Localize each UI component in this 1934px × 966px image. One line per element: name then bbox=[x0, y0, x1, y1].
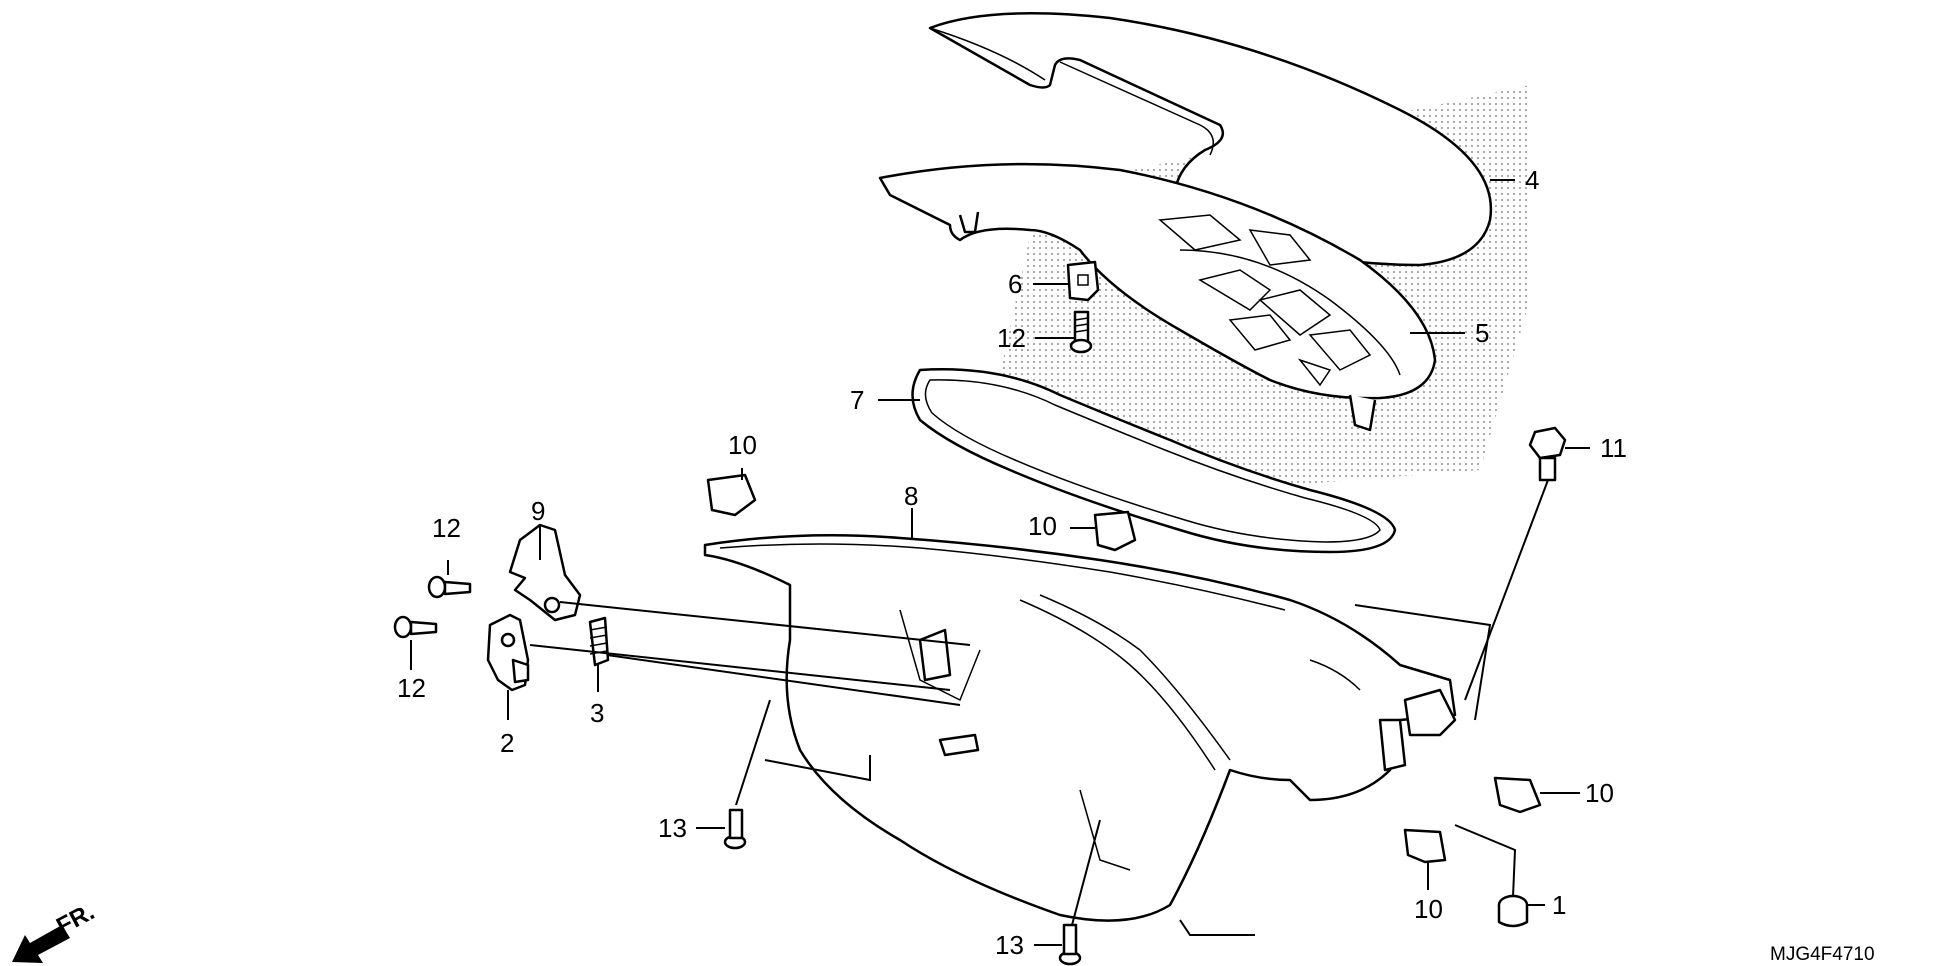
clip-10-bottom bbox=[1403, 828, 1447, 864]
callout-12-upper-left: 12 bbox=[432, 513, 461, 543]
diagram-code: MJG4F4710 bbox=[1770, 944, 1875, 965]
screw-12-top bbox=[1069, 310, 1093, 354]
lever-9 bbox=[508, 523, 582, 622]
storage-box bbox=[703, 533, 1457, 922]
callout-4: 4 bbox=[1525, 165, 1539, 195]
latch-2 bbox=[486, 613, 530, 692]
clip-10-center bbox=[1093, 510, 1137, 552]
callout-12-top: 12 bbox=[997, 323, 1026, 353]
callout-10-right: 10 bbox=[1585, 778, 1614, 808]
callout-3: 3 bbox=[590, 698, 604, 728]
spring-3 bbox=[588, 616, 610, 667]
callout-11: 11 bbox=[1600, 433, 1627, 463]
leader-lines bbox=[410, 179, 1590, 946]
screw-13-bottom bbox=[1058, 923, 1082, 966]
callout-12-lower-left: 12 bbox=[397, 673, 426, 703]
bracket-6 bbox=[1066, 260, 1100, 302]
callout-5: 5 bbox=[1475, 318, 1489, 348]
callout-7: 7 bbox=[850, 385, 864, 415]
gasket-seal bbox=[911, 368, 1397, 554]
screw-12-upper-left bbox=[427, 575, 472, 599]
grommet-1 bbox=[1497, 894, 1529, 928]
screw-13-left bbox=[723, 808, 747, 850]
callout-1: 1 bbox=[1552, 890, 1566, 920]
callout-10-bottom: 10 bbox=[1414, 894, 1443, 924]
callouts: 4 5 6 12 7 10 8 10 11 9 12 12 3 2 13 10 … bbox=[397, 165, 1627, 960]
front-direction-arrow: FR. bbox=[12, 898, 99, 963]
screw-12-lower-left bbox=[393, 615, 438, 639]
clip-10-right bbox=[1493, 776, 1542, 814]
bolt-11 bbox=[1528, 426, 1567, 482]
callout-2: 2 bbox=[500, 728, 514, 758]
callout-10-upper-left: 10 bbox=[728, 430, 757, 460]
callout-8: 8 bbox=[904, 481, 918, 511]
callout-10-center: 10 bbox=[1028, 511, 1057, 541]
seat-inner-frame bbox=[878, 162, 1437, 432]
callout-9: 9 bbox=[531, 496, 545, 526]
seat-top-cover bbox=[928, 12, 1493, 267]
callout-6: 6 bbox=[1008, 269, 1022, 299]
clip-10-upper-left bbox=[706, 473, 757, 517]
callout-13-left: 13 bbox=[658, 813, 687, 843]
callout-13-bottom: 13 bbox=[995, 930, 1024, 960]
